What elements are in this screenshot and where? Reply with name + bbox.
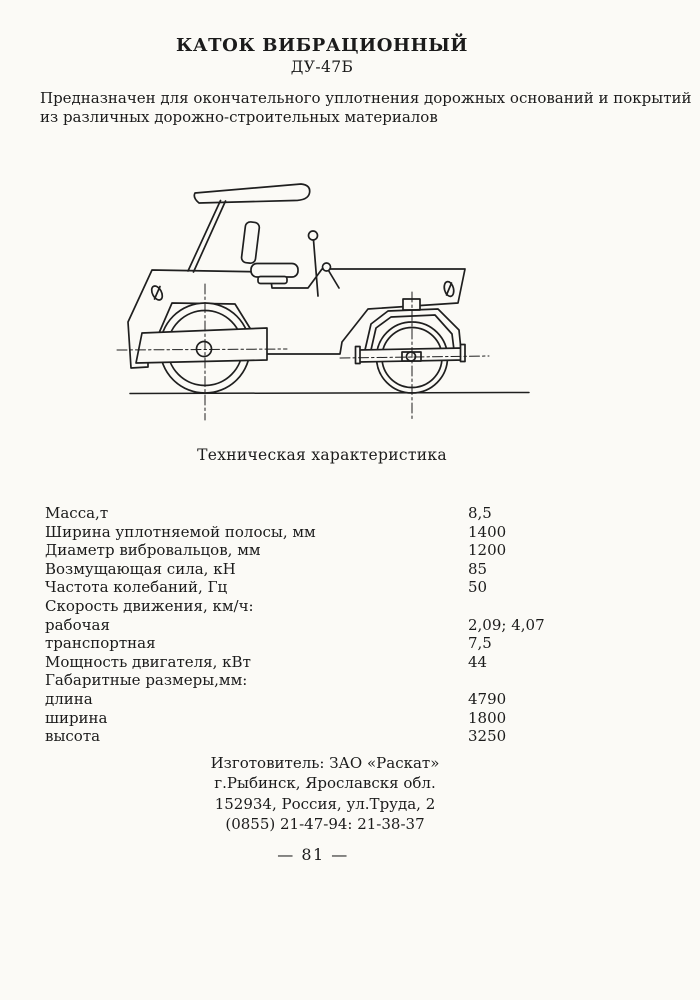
spec-row: высота 3250 [45, 727, 645, 746]
seat-back [240, 221, 261, 265]
spec-value: 8,5 [468, 504, 492, 522]
spec-label: Возмущающая сила, кН [45, 559, 236, 578]
description-line: из различных дорожно-строительных матери… [40, 107, 438, 126]
manufacturer-line: г.Рыбинск, Ярославскя обл. [214, 774, 436, 793]
spec-row: Мощность двигателя, кВт 44 [45, 653, 645, 672]
manufacturer-line: Изготовитель: ЗАО «Раскат» [210, 754, 440, 772]
spec-row: Частота колебаний, Гц 50 [45, 578, 645, 597]
spec-label: длина [45, 689, 93, 708]
seat-base [257, 275, 288, 285]
spec-value: 85 [468, 559, 488, 578]
spec-row: Габаритные размеры,мм: [45, 671, 645, 690]
spec-label: Ширина уплотняемой полосы, мм [45, 522, 316, 541]
spec-value: 1800 [468, 708, 507, 727]
spec-label: Габаритные размеры,мм: [45, 671, 248, 690]
model-number: ДУ-47Б [290, 58, 354, 76]
control-lever-long [307, 230, 319, 297]
spec-label: Частота колебаний, Гц [45, 578, 228, 597]
spec-value: 44 [468, 652, 488, 671]
ground-line [129, 391, 530, 395]
spec-row: Масса,т 8,5 [45, 504, 645, 523]
spec-label: Диаметр вибровальцов, мм [45, 541, 261, 560]
page-number: — 81 — [277, 845, 349, 864]
spec-table: Масса,т 8,5 Ширина уплотняемой полосы, мм… [45, 504, 645, 746]
spec-value: 4790 [468, 689, 507, 708]
manufacturer-line: 152934, Россия, ул.Труда, 2 [214, 794, 436, 813]
spec-row: ширина 1800 [45, 709, 645, 728]
spec-value: 3250 [468, 727, 507, 746]
seat-cushion [250, 262, 299, 278]
page-title: КАТОК ВИБРАЦИОННЫЙ [175, 35, 469, 56]
rear-body-oval [443, 280, 455, 298]
spec-value: 50 [468, 578, 488, 597]
manufacturer-block: Изготовитель: ЗАО «Раскат» г.Рыбинск, Яр… [0, 753, 650, 835]
manufacturer-line: (0855) 21-47-94: 21-38-37 [225, 815, 425, 834]
spec-value: 1200 [468, 541, 507, 560]
spec-row: длина 4790 [45, 690, 645, 709]
spec-label: транспортная [45, 634, 156, 653]
spec-label: Масса,т [45, 504, 109, 522]
spec-row: транспортная 7,5 [45, 634, 645, 653]
spec-label: рабочая [45, 615, 110, 634]
description-line: Предназначен для окончательного уплотнен… [40, 89, 692, 107]
centerlines [116, 283, 490, 422]
title-block: КАТОК ВИБРАЦИОННЫЙ ДУ-47Б [0, 35, 644, 76]
spec-row: Ширина уплотняемой полосы, мм 1400 [45, 523, 645, 542]
rear-axle [405, 351, 417, 362]
spec-row: рабочая 2,09; 4,07 [45, 616, 645, 635]
description: Предназначен для окончательного уплотнен… [40, 89, 692, 127]
spec-label: Скорость движения, км/ч: [45, 596, 254, 615]
control-lever-short [321, 262, 340, 289]
canopy-roof [193, 183, 311, 204]
spec-label: высота [45, 727, 101, 746]
spec-value: 1400 [468, 522, 507, 541]
spec-section-title: Техническая характеристика [197, 446, 447, 464]
roller-illustration [116, 183, 530, 422]
spec-value: 2,09; 4,07 [468, 615, 545, 634]
spec-value: 7,5 [468, 634, 492, 653]
spec-row: Возмущающая сила, кН 85 [45, 560, 645, 579]
spec-row: Диаметр вибровальцов, мм 1200 [45, 541, 645, 560]
rear-housing [364, 308, 462, 351]
spec-label: Мощность двигателя, кВт [45, 652, 251, 671]
canopy-post [187, 199, 227, 273]
spec-row: Скорость движения, км/ч: [45, 597, 645, 616]
spec-label: ширина [45, 708, 108, 727]
front-body-oval [150, 285, 164, 301]
